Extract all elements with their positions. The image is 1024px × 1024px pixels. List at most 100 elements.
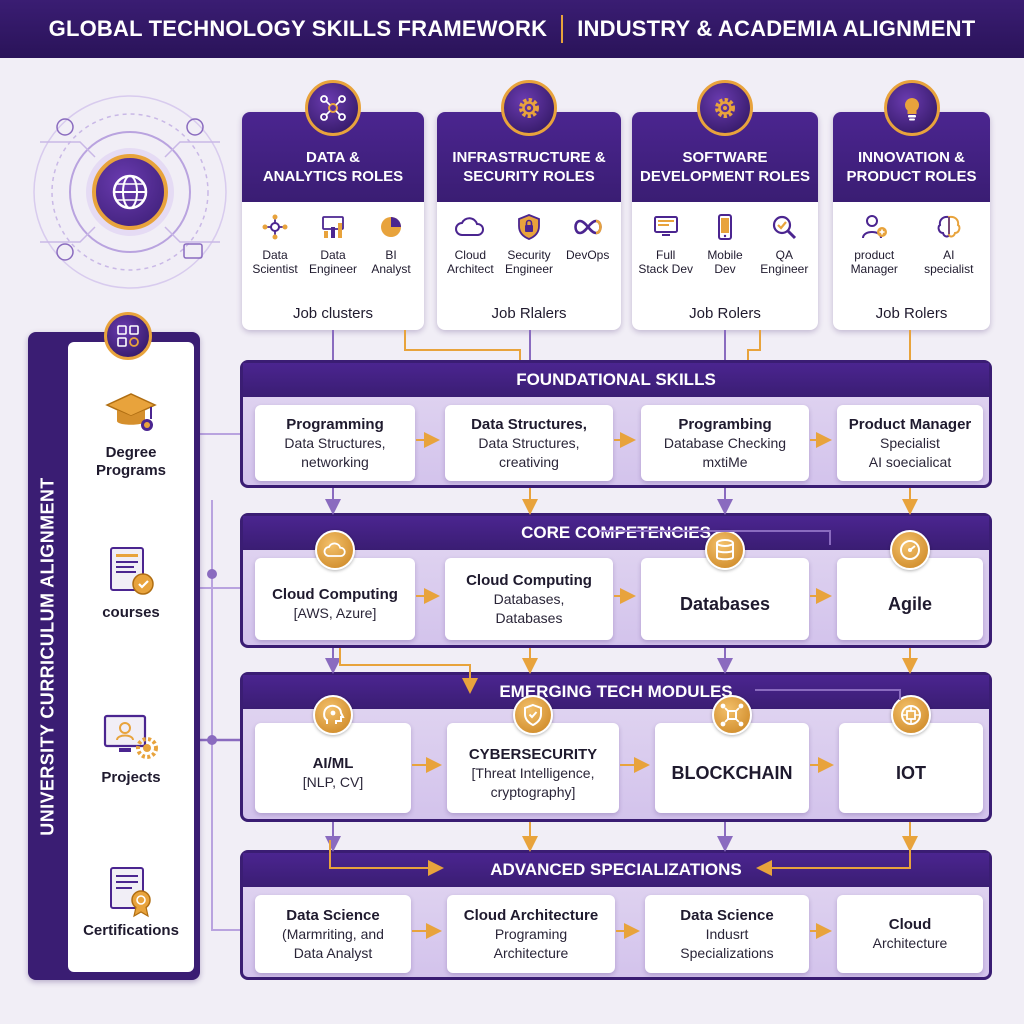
skill-box[interactable]: Data Structures, Data Structures,creativ…	[445, 405, 613, 481]
role-item-line2: Manager	[850, 262, 898, 276]
shield-lock-icon	[512, 210, 546, 244]
skill-box[interactable]: Programming Data Structures,networking	[255, 405, 415, 481]
curriculum-label-line1: courses	[102, 604, 160, 621]
skill-box[interactable]: BLOCKCHAIN	[655, 723, 809, 813]
role-card-header: INFRASTRUCTURE & SECURITY ROLES	[437, 112, 621, 202]
role-item-line1: BI	[385, 248, 397, 262]
box-detail: Architecture	[493, 944, 569, 961]
box-detail: Database Checking	[663, 434, 787, 451]
box-detail: [Threat Intelligence,	[471, 764, 595, 781]
role-item-line2: Architect	[446, 262, 494, 276]
box-title: Data Science	[680, 906, 774, 924]
role-title-line1: INNOVATION &	[858, 149, 965, 166]
hub-circuit-lines	[33, 95, 227, 289]
skill-band: ADVANCED SPECIALIZATIONS Data Science (M…	[240, 850, 992, 980]
role-items: Full Stack Dev Mobile Dev QA Engineer	[632, 210, 818, 302]
skill-band: FOUNDATIONAL SKILLS Programming Data Str…	[240, 360, 992, 488]
role-title-line1: INFRASTRUCTURE &	[452, 149, 606, 166]
role-item-line2: Engineer	[760, 262, 809, 276]
role-card-footer: Job clusters	[292, 305, 374, 322]
skill-box[interactable]: AI/ML [NLP, CV]	[255, 723, 411, 813]
box-detail: cryptography]	[490, 783, 576, 800]
skill-band: CORE COMPETENCIES Cloud Computing [AWS, …	[240, 513, 992, 648]
box-detail: Databases,	[493, 590, 565, 607]
globe-icon	[92, 154, 168, 230]
curriculum-item[interactable]: Certifications	[68, 860, 194, 940]
box-detail: Specialist	[880, 434, 940, 451]
role-item[interactable]: BI Analyst	[362, 210, 420, 302]
role-title-line2: SECURITY ROLES	[463, 168, 595, 185]
role-item-line1: Mobile	[707, 248, 743, 262]
box-detail: Programing	[494, 925, 568, 942]
skill-box[interactable]: CYBERSECURITY [Threat Intelligence,crypt…	[447, 723, 619, 813]
certificate-icon	[103, 860, 159, 922]
role-item[interactable]: Data Engineer	[304, 210, 362, 302]
title-left: GLOBAL TECHNOLOGY SKILLS FRAMEWORK	[48, 16, 548, 41]
shield-icon	[513, 695, 553, 735]
role-item[interactable]: Full Stack Dev	[636, 210, 695, 302]
role-item-line2: Analyst	[371, 262, 411, 276]
gear-icon	[501, 80, 557, 136]
role-card[interactable]: INFRASTRUCTURE & SECURITY ROLES Cloud Ar…	[437, 112, 621, 330]
box-title: Programming	[286, 415, 384, 433]
skill-box[interactable]: Cloud Computing Databases,Databases	[445, 558, 613, 640]
magnifier-check-icon	[767, 210, 801, 244]
role-item-line2: Scientist	[252, 262, 298, 276]
role-title-line2: DEVELOPMENT ROLES	[639, 168, 811, 185]
curriculum-label-line1: Projects	[101, 769, 161, 786]
role-item[interactable]: Mobile Dev	[695, 210, 754, 302]
smartphone-icon	[708, 210, 742, 244]
role-item-line1: Cloud	[454, 248, 486, 262]
skill-box[interactable]: Databases	[641, 558, 809, 640]
curriculum-item[interactable]: courses	[68, 542, 194, 622]
box-detail: (Marmriting, and	[282, 925, 384, 942]
skill-box[interactable]: Cloud Computing [AWS, Azure]	[255, 558, 415, 640]
skill-box[interactable]: Cloud Architecture	[837, 895, 983, 973]
role-item[interactable]: Data Scientist	[246, 210, 304, 302]
box-title: Product Manager	[848, 415, 972, 433]
role-item[interactable]: QA Engineer	[755, 210, 814, 302]
curriculum-label-line1: Certifications	[83, 922, 179, 939]
role-card[interactable]: DATA & ANALYTICS ROLES Data Scientist Da…	[242, 112, 424, 330]
title-divider	[561, 15, 564, 43]
network-nodes-icon	[305, 80, 361, 136]
role-title-line1: SOFTWARE	[682, 149, 768, 166]
role-card[interactable]: SOFTWARE DEVELOPMENT ROLES Full Stack De…	[632, 112, 818, 330]
iot-chip-icon	[891, 695, 931, 735]
role-item[interactable]: Cloud Architect	[441, 210, 500, 302]
role-item[interactable]: AI specialist	[917, 210, 981, 302]
role-item[interactable]: product Manager	[842, 210, 906, 302]
curriculum-item[interactable]: Projects	[68, 707, 194, 787]
box-title: Data Science	[286, 906, 380, 924]
role-item-line2: Stack Dev	[638, 262, 693, 276]
role-item-line1: QA	[775, 248, 793, 262]
box-title: Cloud	[888, 916, 932, 933]
box-title: Programbing	[678, 415, 772, 433]
box-detail: Data Structures,	[478, 434, 580, 451]
curriculum-item[interactable]: Degree Programs	[68, 382, 194, 480]
band-title: CORE COMPETENCIES	[243, 516, 989, 550]
box-detail: creativing	[499, 453, 559, 470]
pie-chart-icon	[374, 210, 408, 244]
box-detail: networking	[301, 453, 369, 470]
role-card[interactable]: INNOVATION & PRODUCT ROLES product Manag…	[833, 112, 990, 330]
skill-box[interactable]: IOT	[839, 723, 983, 813]
skill-band: EMERGING TECH MODULES AI/ML [NLP, CV] CY…	[240, 672, 992, 822]
box-detail: Architecture	[872, 935, 948, 951]
ai-head-icon	[313, 695, 353, 735]
curriculum-panel: UNIVERSITY CURRICULUM ALIGNMENT Degree P…	[28, 312, 200, 980]
curriculum-badge-icon	[104, 312, 152, 360]
brain-icon	[932, 210, 966, 244]
skill-box[interactable]: Agile	[837, 558, 983, 640]
cloud-icon	[453, 210, 487, 244]
role-item[interactable]: DevOps	[558, 210, 617, 302]
role-card-footer: Job Rlalers	[491, 305, 567, 322]
role-item[interactable]: Security Engineer	[500, 210, 559, 302]
globe-hub	[20, 82, 240, 302]
role-item-line1: DevOps	[566, 248, 610, 262]
